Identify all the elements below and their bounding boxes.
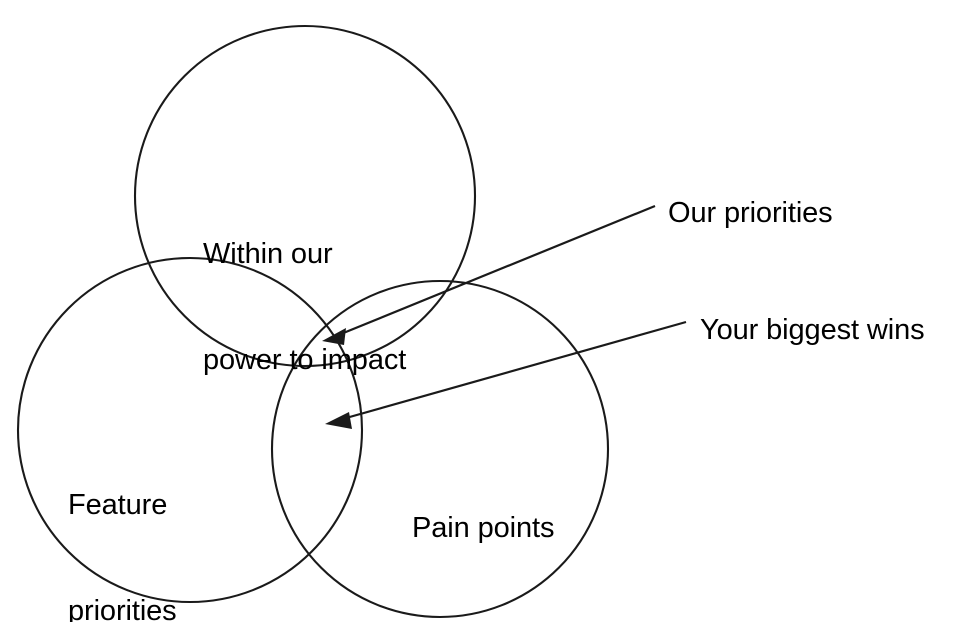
- circle-pain-points[interactable]: [270, 279, 610, 619]
- callout-arrow-your-biggest-wins: [325, 320, 687, 429]
- circle-feature-priorities[interactable]: [16, 256, 364, 604]
- circle-label-feature-priorities: Feature priorities: [68, 417, 177, 622]
- circle-label-within-power-to-impact: Within our power to impact: [203, 166, 406, 449]
- circle-label-pain-points: Pain points: [412, 440, 554, 617]
- circle-label-line-2: priorities: [68, 594, 177, 622]
- circle-label-line-1: Feature: [68, 488, 168, 521]
- circle-label-line-2: power to impact: [203, 343, 407, 376]
- arrowhead-icon: [325, 412, 352, 429]
- arrowhead-icon: [322, 328, 346, 345]
- circle-within-power-to-impact[interactable]: [133, 24, 477, 368]
- callout-label-our-priorities: Our priorities: [668, 197, 833, 229]
- callout-arrow-our-priorities: [322, 204, 656, 345]
- circle-label-line-1: Pain points: [412, 511, 555, 544]
- callout-label-your-biggest-wins: Your biggest wins: [700, 314, 925, 346]
- circle-label-line-1: Within our: [203, 237, 333, 270]
